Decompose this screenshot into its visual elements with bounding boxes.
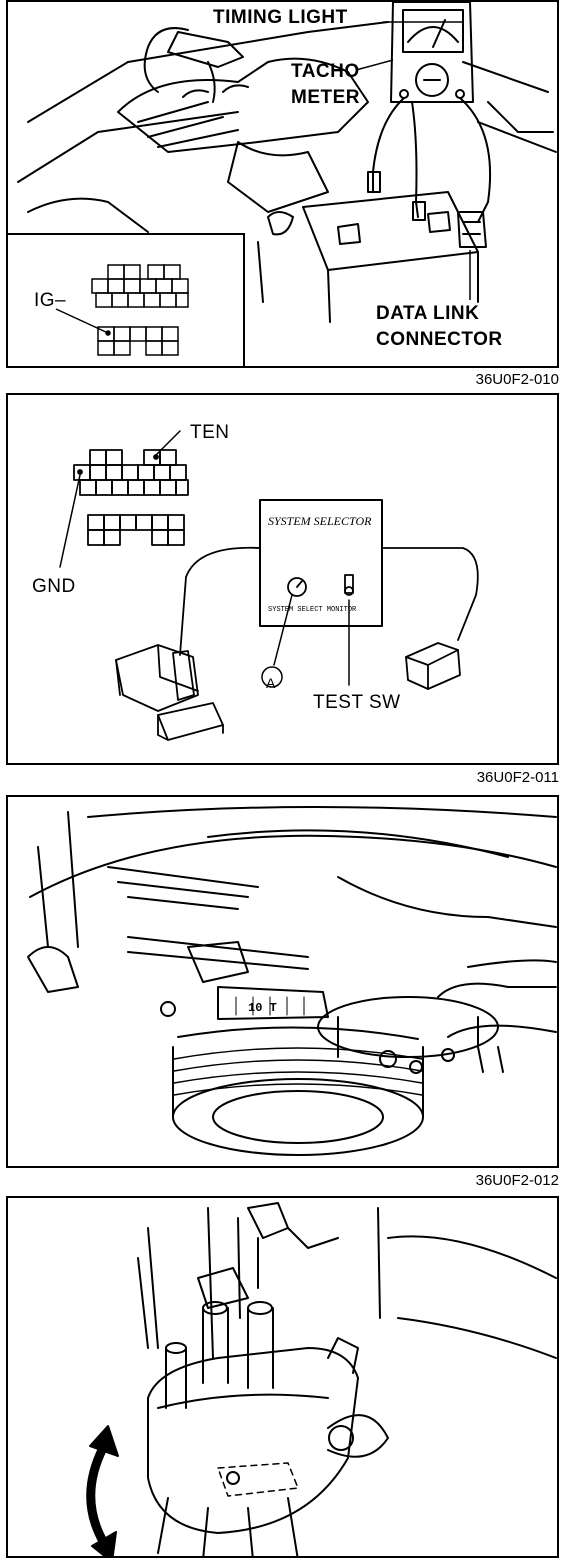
system-select-monitor-caption: SYSTEM SELECT MONITOR (268, 606, 357, 614)
system-selector-title: SYSTEM SELECTOR (268, 514, 372, 528)
timing-scale-plate (217, 986, 329, 1020)
figure-2-code: 36U0F2-011 (476, 769, 559, 786)
tachometer-label-line2: METER (291, 87, 360, 108)
connector-inset: IG– (8, 233, 245, 366)
check-connector-lower (87, 514, 185, 546)
ig-leader-line (55, 308, 109, 334)
ten-label: TEN (190, 422, 230, 443)
figure-system-selector-setup: TEN GND SYSTEM SELECTOR SYSTEM SELECT MO… (6, 393, 559, 765)
timing-scale-label: 10 T (248, 1001, 277, 1015)
distributor-illustration (86, 1202, 557, 1556)
connector-lower-block (97, 326, 179, 356)
timing-light-label: TIMING LIGHT (213, 7, 348, 28)
ig-minus-label: IG– (34, 290, 67, 311)
connector-upper-block (91, 264, 189, 308)
figure-1-code: 36U0F2-010 (475, 371, 559, 388)
test-sw-label: TEST SW (313, 692, 401, 713)
figure-3-code: 36U0F2-012 (475, 1172, 559, 1189)
callout-a-label: A (266, 675, 276, 691)
figure-distributor-adjustment (6, 1196, 559, 1558)
figure-timing-light-setup: IG– TIMING LIGHT TACHO METER DATA LINK C… (6, 0, 559, 368)
data-link-label-line1: DATA LINK (376, 303, 480, 324)
diagnosis-connector-pinout (55, 264, 189, 356)
tachometer-label-line1: TACHO (291, 61, 360, 82)
crank-pulley-illustration (27, 806, 557, 1156)
check-connector-upper (73, 449, 189, 496)
gnd-label: GND (32, 576, 76, 597)
rotation-arrow-icon (86, 1425, 119, 1556)
data-link-label-line2: CONNECTOR (376, 329, 503, 350)
system-selector-illustration (59, 430, 479, 741)
figure-timing-marks: 10 T (6, 795, 559, 1168)
